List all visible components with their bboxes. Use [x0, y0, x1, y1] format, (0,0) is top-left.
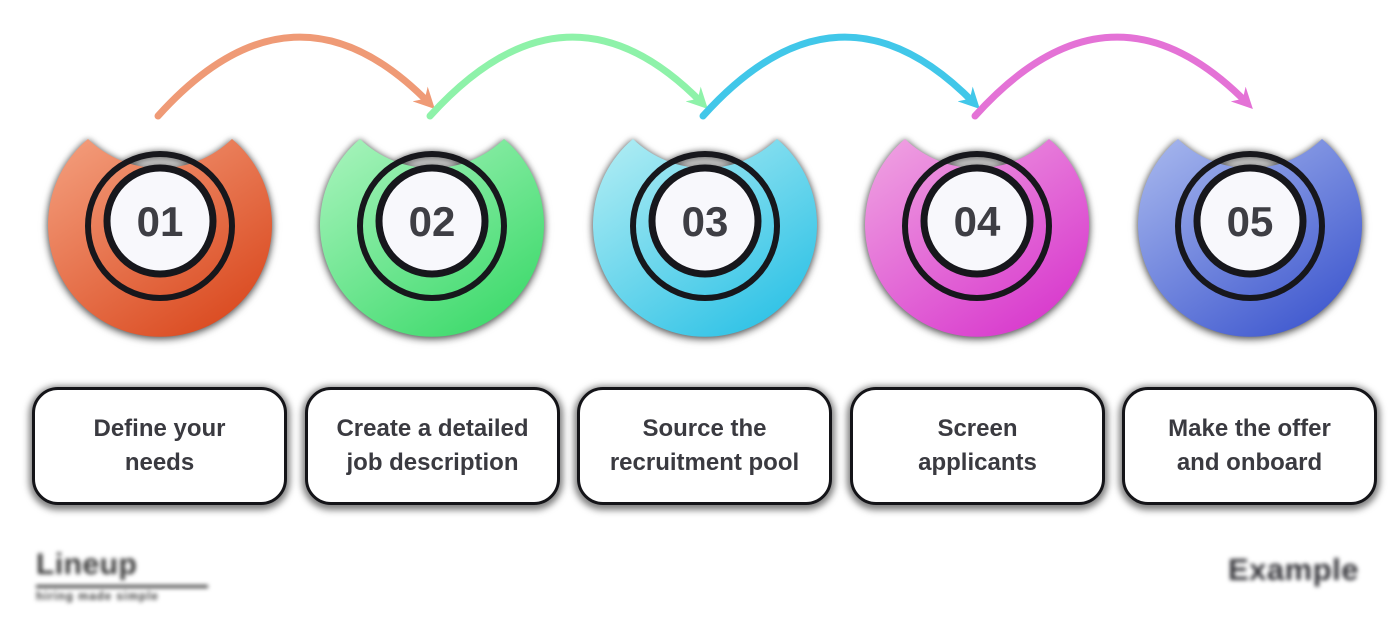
footer-logo: Lineup hiring made simple	[36, 549, 208, 603]
arrow-step1-to-step2	[154, 33, 435, 120]
step-5-badge: 05	[1138, 139, 1362, 337]
step-5-number: 05	[1227, 198, 1274, 245]
step-3-number-circle	[648, 164, 762, 278]
step-1-outer-ring	[85, 151, 235, 301]
step-2-badge: 02	[320, 139, 544, 337]
step-4-outer-ring	[902, 151, 1052, 301]
step-5-label-card: Make the offer and onboard	[1122, 387, 1377, 505]
step-3-outer-ring	[630, 151, 780, 301]
step-4-number-circle	[920, 164, 1034, 278]
step-3-label-card: Source the recruitment pool	[577, 387, 832, 505]
step-2-label-card: Create a detailed job description	[305, 387, 560, 505]
arrow-step2-to-step3	[426, 33, 708, 120]
arrow-step4-to-step5	[971, 33, 1253, 120]
step-2-outer-ring	[357, 151, 507, 301]
step-4-number: 04	[954, 198, 1001, 245]
step-3-number: 03	[682, 198, 729, 245]
step-2-number-circle	[375, 164, 489, 278]
step-4-label-card: Screen applicants	[850, 387, 1105, 505]
step-1-number-circle	[103, 164, 217, 278]
step-5-outer-ring	[1175, 151, 1325, 301]
step-5-number-circle	[1193, 164, 1307, 278]
step-1-badge: 01	[48, 139, 273, 337]
step-3-badge: 03	[593, 139, 817, 337]
footer-logo-wordmark: Lineup	[36, 548, 138, 581]
connector-arrows	[154, 33, 1253, 120]
footer-logo-divider	[36, 584, 208, 588]
arrow-step3-to-step4	[699, 33, 980, 120]
step-4-badge: 04	[865, 139, 1089, 337]
footer-brand-text: Example	[1228, 552, 1360, 587]
footer-logo-tagline: hiring made simple	[36, 590, 159, 603]
step-1-number: 01	[137, 198, 184, 245]
step-1-label-card: Define your needs	[32, 387, 287, 505]
step-2-number: 02	[409, 198, 456, 245]
